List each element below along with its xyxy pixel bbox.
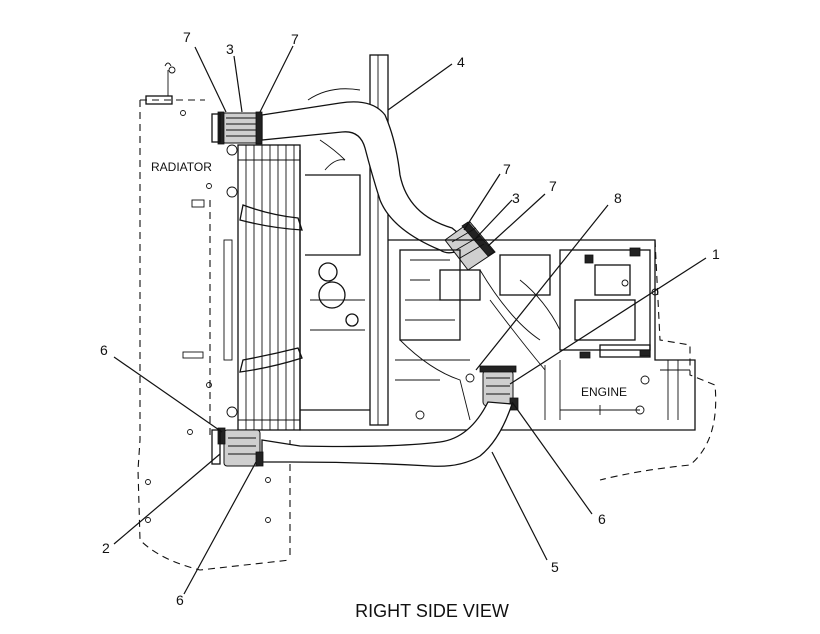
- leader-lines: [113, 45, 707, 595]
- callout-lower-hose: 5: [551, 559, 559, 575]
- callout-upper-hose: 4: [457, 54, 465, 70]
- callout-engine-inlet-clamp-lower: 7: [549, 178, 557, 194]
- callout-engine-inlet-clamp-upper: 7: [503, 161, 511, 177]
- callouts: 7 3 7 4 7 3 7 8 1 6 2 6 6 5: [100, 29, 720, 608]
- callout-engine-inlet-coupling: 3: [512, 190, 520, 206]
- radiator-housing: [137, 62, 291, 571]
- radiator-core: [226, 144, 303, 431]
- callout-lower-radiator-clamp-left: 6: [100, 342, 108, 358]
- callout-lower-radiator-coupling: 2: [102, 540, 110, 556]
- callout-upper-radiator-clamp-right: 7: [291, 31, 299, 47]
- callout-engine-outlet: 1: [712, 246, 720, 262]
- callout-engine-outlet-clamp: 6: [598, 511, 606, 527]
- callout-upper-radiator-coupling: 3: [226, 41, 234, 57]
- engine-block: [388, 239, 717, 481]
- callout-lower-radiator-clamp-bottom: 6: [176, 592, 184, 608]
- view-caption: RIGHT SIDE VIEW: [355, 601, 509, 621]
- upper-hose: [261, 101, 472, 254]
- upper-radiator-coupling: [211, 111, 263, 145]
- callout-engine-fitting: 8: [614, 190, 622, 206]
- lower-hose: [261, 401, 513, 467]
- radiator-label: RADIATOR: [151, 160, 212, 174]
- lower-radiator-coupling: [211, 427, 264, 467]
- engine-label: ENGINE: [581, 385, 627, 399]
- callout-upper-radiator-clamp-left: 7: [183, 29, 191, 45]
